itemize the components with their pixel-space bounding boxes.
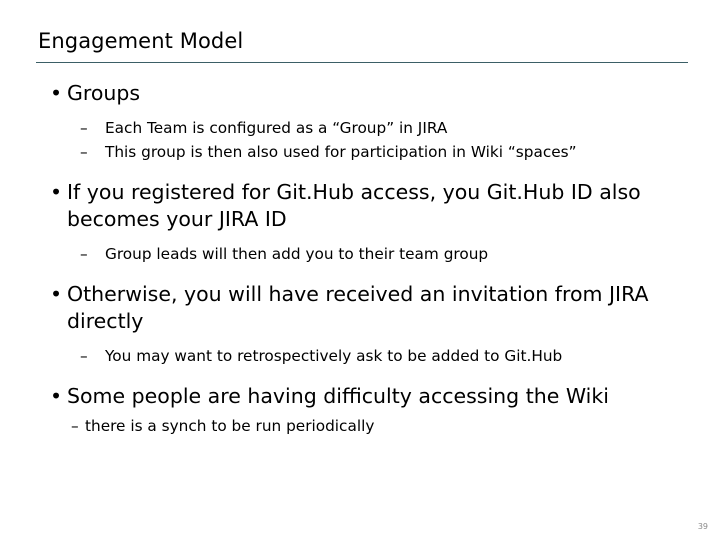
- bullet-text: If you registered for Git.Hub access, yo…: [67, 180, 641, 231]
- spacer: [0, 107, 720, 118]
- sub-bullet-text: This group is then also used for partici…: [105, 143, 577, 161]
- dash-icon: –: [80, 347, 88, 365]
- bullet-item: • Groups: [0, 80, 720, 107]
- spacer: [0, 367, 720, 383]
- bullet-dot-icon: •: [50, 81, 63, 105]
- spacer: [0, 233, 720, 244]
- sub-bullet-item: – This group is then also used for parti…: [0, 142, 720, 163]
- dash-icon: –: [80, 245, 88, 263]
- dash-icon: –: [80, 119, 88, 137]
- bullet-item: • Otherwise, you will have received an i…: [0, 281, 720, 335]
- dash-icon: –: [80, 143, 88, 161]
- bullet-text: Groups: [67, 81, 141, 105]
- page-title: Engagement Model: [38, 29, 244, 53]
- sub-bullet-text: You may want to retrospectively ask to b…: [105, 347, 563, 365]
- spacer: [0, 265, 720, 281]
- spacer: [0, 335, 720, 346]
- dash-icon: –: [71, 417, 79, 435]
- sub-bullet-item: – there is a synch to be run periodicall…: [0, 416, 720, 437]
- bullet-item: • Some people are having difficulty acce…: [0, 383, 720, 410]
- bullet-text: Otherwise, you will have received an inv…: [67, 282, 649, 333]
- sub-bullet-item: – Each Team is configured as a “Group” i…: [0, 118, 720, 139]
- bullet-dot-icon: •: [50, 282, 63, 306]
- sub-bullet-text: Each Team is configured as a “Group” in …: [105, 119, 448, 137]
- spacer: [0, 163, 720, 179]
- slide-number: 39: [697, 522, 708, 531]
- bullet-item: • If you registered for Git.Hub access, …: [0, 179, 720, 233]
- slide-body: • Groups – Each Team is configured as a …: [0, 80, 720, 437]
- sub-bullet-item: – You may want to retrospectively ask to…: [0, 346, 720, 367]
- title-divider: [36, 62, 688, 63]
- sub-bullet-text: there is a synch to be run periodically: [85, 417, 375, 435]
- bullet-dot-icon: •: [50, 384, 63, 408]
- bullet-text: Some people are having difficulty access…: [67, 384, 609, 408]
- sub-bullet-item: – Group leads will then add you to their…: [0, 244, 720, 265]
- sub-bullet-text: Group leads will then add you to their t…: [105, 245, 489, 263]
- bullet-dot-icon: •: [50, 180, 63, 204]
